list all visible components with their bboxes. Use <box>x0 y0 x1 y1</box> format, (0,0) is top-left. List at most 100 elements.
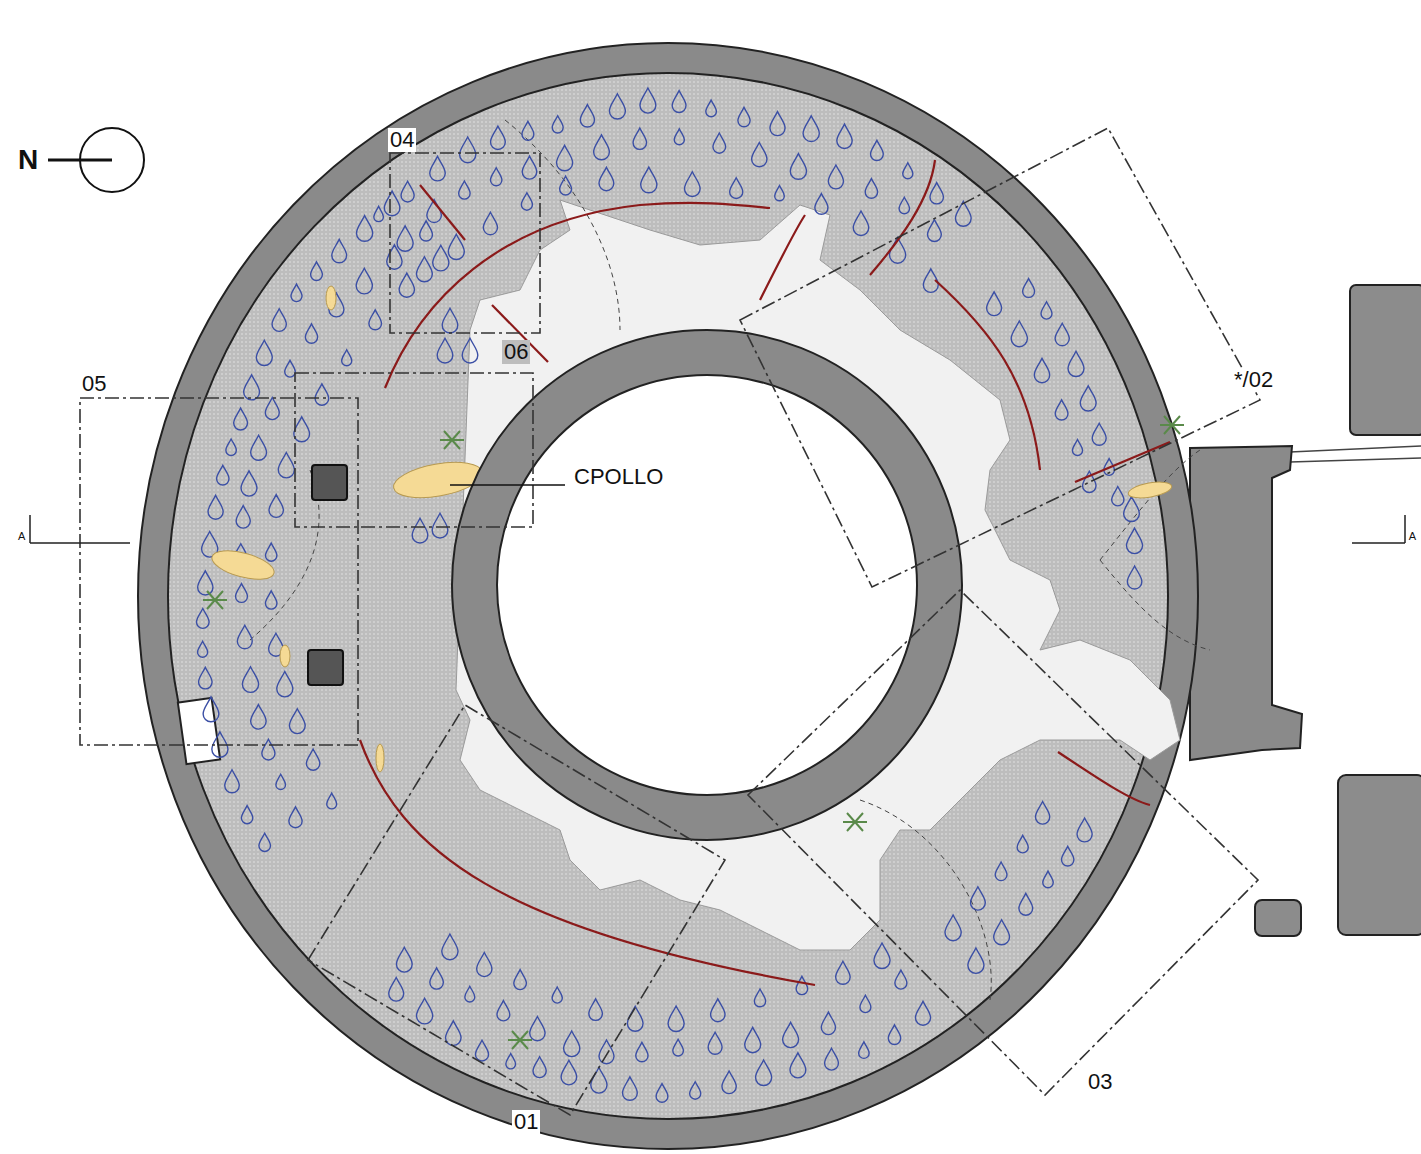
callout-number: 06 <box>502 340 530 364</box>
damp-drop <box>465 986 475 1002</box>
damp-drop <box>522 121 534 140</box>
damp-drop <box>790 154 806 180</box>
zone-frame <box>390 153 540 333</box>
damp-drop <box>888 1025 900 1045</box>
damp-drop <box>674 129 684 145</box>
damp-drop <box>291 284 302 301</box>
sample-mark <box>508 1031 532 1049</box>
damp-drop <box>1126 528 1142 553</box>
damp-drop <box>599 167 614 190</box>
building-block <box>1350 285 1421 435</box>
sample-mark <box>1160 416 1184 434</box>
damp-drop <box>656 1084 668 1103</box>
damp-drop <box>1072 440 1082 456</box>
damp-drop <box>256 340 272 365</box>
damp-drop <box>327 793 337 809</box>
damp-drop <box>225 770 240 793</box>
zone-frame <box>748 590 1258 1095</box>
callout-number: 03 <box>1086 1070 1114 1094</box>
damp-drop <box>599 1040 614 1064</box>
damp-drop <box>713 133 726 153</box>
damp-drop <box>462 338 478 363</box>
damp-drop <box>276 774 286 789</box>
pipe-line <box>1290 446 1421 462</box>
damp-drop <box>752 142 767 166</box>
damp-drop <box>756 1060 772 1085</box>
callout-number: 05 <box>80 372 108 396</box>
damp-drop <box>560 176 572 195</box>
damp-drop <box>197 608 210 628</box>
damp-drop <box>557 145 573 170</box>
damp-drop <box>673 1039 684 1056</box>
damp-drop <box>633 128 646 149</box>
zone-frame <box>740 128 1260 587</box>
damp-drop <box>589 999 603 1020</box>
damp-drop <box>1019 893 1033 915</box>
outer-wall <box>138 43 1198 1149</box>
callout-number: */02 <box>1232 368 1275 392</box>
damp-drop <box>332 239 347 262</box>
damp-drop <box>374 206 384 221</box>
damp-drop <box>968 948 984 973</box>
inner-void <box>497 375 917 795</box>
damp-drop <box>244 375 260 400</box>
damp-drop <box>442 934 458 960</box>
damp-drop <box>1055 323 1069 345</box>
damp-drop <box>627 1006 643 1031</box>
damp-drop <box>594 135 610 160</box>
damp-drop <box>514 970 527 990</box>
damp-drop <box>198 571 213 595</box>
damp-drop <box>437 338 453 363</box>
damp-drop <box>448 234 464 259</box>
dashed-arc <box>250 120 1210 1000</box>
damp-drop <box>430 968 443 989</box>
damp-drop <box>796 976 808 994</box>
damp-drop <box>208 495 223 519</box>
damp-drop <box>821 1012 835 1034</box>
damp-drop <box>446 1021 461 1046</box>
callout-number: 04 <box>388 128 416 152</box>
damp-drop <box>561 1060 577 1085</box>
building-block <box>1338 775 1421 935</box>
zone-frame <box>295 373 533 527</box>
crack-line <box>1058 752 1150 805</box>
damp-drop <box>994 920 1010 945</box>
damp-drop <box>722 1071 736 1094</box>
column <box>312 465 347 500</box>
damp-drop <box>711 999 725 1022</box>
damp-drop <box>1011 321 1027 347</box>
damp-drop <box>491 126 506 149</box>
damp-drop <box>266 543 277 561</box>
damp-drop <box>199 667 213 688</box>
damp-drop <box>672 91 686 113</box>
damp-drop <box>420 221 433 241</box>
damp-drop <box>432 513 448 538</box>
damp-drop <box>987 292 1002 316</box>
damp-drop <box>241 471 257 496</box>
damp-drop <box>1034 358 1049 382</box>
damp-drop <box>306 749 319 770</box>
damp-drop <box>591 1067 607 1093</box>
damp-drop <box>803 116 819 142</box>
damp-drop <box>356 268 372 294</box>
damp-drop <box>533 1057 546 1078</box>
damp-drop <box>754 989 765 1007</box>
damp-drop <box>522 156 537 179</box>
damp-drop <box>895 970 907 989</box>
buttress <box>1190 446 1302 760</box>
damp-drop <box>640 88 656 113</box>
damp-drop <box>770 112 785 136</box>
damp-drop <box>1112 487 1124 506</box>
damp-drop <box>369 310 382 330</box>
north-arrow <box>48 159 112 162</box>
damp-drop <box>433 245 449 271</box>
damp-drop <box>342 350 352 366</box>
damp-drop <box>865 179 877 199</box>
damp-drop <box>1017 835 1028 852</box>
damp-drop <box>899 197 909 214</box>
damp-drop <box>491 168 502 186</box>
damp-drop <box>1092 423 1106 445</box>
damp-drop <box>636 1042 648 1061</box>
damp-drop <box>272 309 286 332</box>
damp-drop <box>259 833 271 851</box>
